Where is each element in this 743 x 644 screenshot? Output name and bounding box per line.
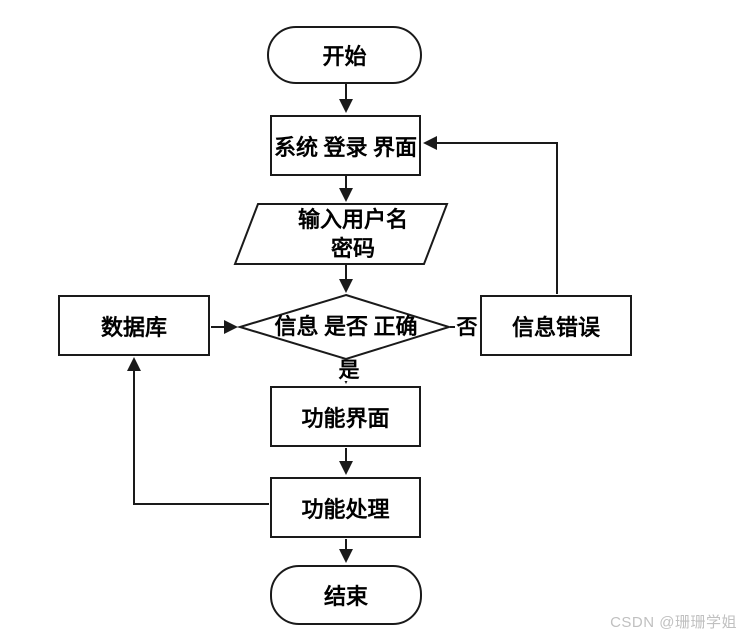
database-node: 数据库	[58, 295, 210, 356]
end-node: 结束	[270, 565, 422, 625]
no-branch-label: 否	[455, 314, 479, 339]
input-parallelogram-shape	[233, 203, 449, 265]
function-process-label: 功能处理	[301, 496, 390, 522]
function-process-node: 功能处理	[270, 477, 421, 538]
decision-diamond-shape	[236, 293, 453, 361]
watermark: CSDN @珊珊学姐	[610, 614, 737, 631]
input-label-line2: 密码	[330, 236, 375, 261]
start-label: 开始	[322, 44, 367, 69]
login-label: 系统 登录 界面	[273, 134, 417, 160]
input-label-line1: 输入用户名	[297, 206, 408, 232]
error-node: 信息错误	[480, 295, 632, 356]
function-ui-node: 功能界面	[270, 386, 421, 447]
start-node: 开始	[267, 26, 422, 84]
decision-node-label: 信息 是否 正确	[252, 313, 440, 341]
error-label: 信息错误	[511, 314, 600, 340]
edge-funcproc-to-database	[127, 357, 269, 505]
login-node: 系统 登录 界面	[270, 115, 421, 176]
yes-branch-label: 是	[337, 358, 361, 382]
end-label: 结束	[323, 584, 368, 609]
decision-label: 信息 是否 正确	[274, 314, 418, 340]
edge-error-to-login	[423, 136, 558, 294]
database-label: 数据库	[100, 314, 167, 340]
function-ui-label: 功能界面	[301, 405, 390, 431]
input-node-label: 输入用户名 密码	[258, 205, 448, 263]
